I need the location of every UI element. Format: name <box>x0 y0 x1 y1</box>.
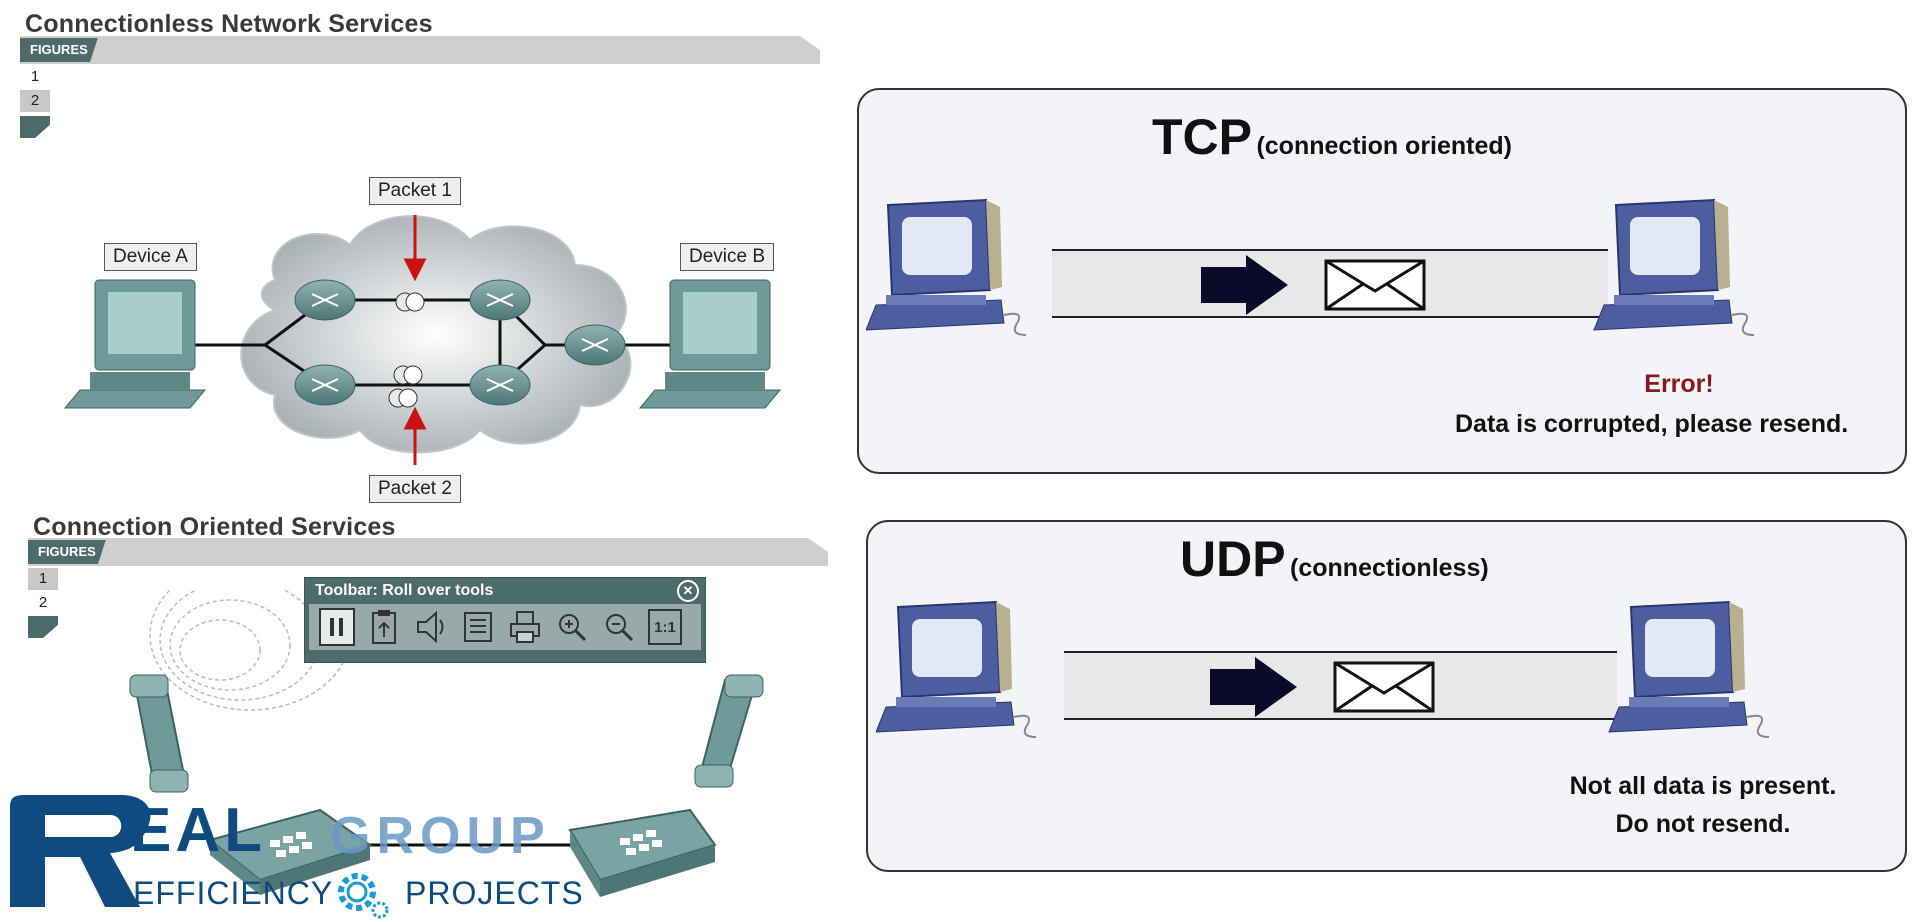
zoom-in-icon[interactable] <box>554 608 590 646</box>
router-icon <box>294 364 356 406</box>
device-b-label: Device B <box>680 243 775 271</box>
actual-size-icon[interactable]: 1:1 <box>648 609 682 645</box>
router-icon <box>294 279 356 321</box>
right-computer-icon <box>1593 198 1755 336</box>
list-icon[interactable] <box>460 608 496 646</box>
udp-diagram <box>876 600 1770 738</box>
udp-message-line2: Do not resend. <box>1615 810 1791 838</box>
phone-diagram <box>129 590 764 897</box>
router-icon <box>469 364 531 406</box>
tcp-subtitle: (connection oriented) <box>1256 132 1513 160</box>
right-phone-base-icon <box>568 808 717 897</box>
speaker-icon[interactable] <box>413 608 449 646</box>
brand-letters: EAL <box>130 796 266 865</box>
figures-bar <box>28 538 828 566</box>
figure-page-1[interactable]: 1 <box>30 68 40 85</box>
envelope-icon <box>1324 259 1426 311</box>
figure-page-2[interactable]: 2 <box>20 90 50 112</box>
toolbar-panel: Toolbar: Roll over tools ✕ 1:1 <box>304 577 706 663</box>
printer-icon[interactable] <box>507 608 543 646</box>
tcp-error-text: Error! <box>1644 370 1714 398</box>
right-handset-icon <box>694 674 764 788</box>
envelope-icon <box>1333 661 1435 713</box>
toolbar-title: Toolbar: Roll over tools <box>315 582 494 599</box>
udp-subtitle: (connectionless) <box>1290 554 1489 582</box>
packet-1-label: Packet 1 <box>369 177 461 205</box>
left-computer-icon <box>876 600 1037 738</box>
device-b-computer-icon <box>638 279 782 409</box>
arrow-right-icon <box>1210 657 1297 717</box>
gears-icon <box>338 873 389 919</box>
router-icons <box>294 279 626 406</box>
packet-2-label: Packet 2 <box>369 475 461 503</box>
figures-bar <box>20 36 820 64</box>
actual-size-label: 1:1 <box>654 618 676 636</box>
tagline-left: EFFICIENCY <box>133 875 334 911</box>
connectionless-title: Connectionless Network Services <box>25 10 433 38</box>
udp-panel <box>866 520 1907 872</box>
left-handset-icon <box>129 674 189 793</box>
figure-page-2[interactable]: 2 <box>38 594 48 611</box>
close-icon[interactable]: ✕ <box>677 580 699 602</box>
udp-message-line1: Not all data is present. <box>1569 772 1837 800</box>
tcp-heading: TCP (connection oriented) <box>1152 108 1512 166</box>
packet-arrows <box>403 215 427 465</box>
arrow-right-icon <box>1201 255 1288 315</box>
figures-tab[interactable]: FIGURES <box>20 38 98 62</box>
router-icon <box>564 324 626 366</box>
zoom-out-icon[interactable] <box>601 608 637 646</box>
udp-heading: UDP (connectionless) <box>1180 530 1489 588</box>
left-phone-base-icon <box>207 808 373 895</box>
router-icon <box>469 279 531 321</box>
packet-icons <box>388 292 425 408</box>
device-a-label: Device A <box>104 243 197 271</box>
brand-logo-r-icon <box>10 795 151 907</box>
device-a-computer-icon <box>63 279 207 409</box>
connection-oriented-title: Connection Oriented Services <box>33 513 396 541</box>
udp-title: UDP <box>1180 531 1286 587</box>
figure-page-marker <box>28 616 58 638</box>
connectionless-diagram <box>63 215 782 465</box>
left-computer-icon <box>866 198 1027 336</box>
tagline-right: PROJECTS <box>405 875 584 911</box>
right-computer-icon <box>1608 600 1770 738</box>
figure-page-marker <box>20 116 50 138</box>
brand-word: GROUP <box>330 807 551 865</box>
clipboard-icon[interactable] <box>366 608 402 646</box>
tcp-message: Data is corrupted, please resend. <box>1455 410 1849 438</box>
tcp-title: TCP <box>1152 109 1252 165</box>
tcp-diagram <box>866 198 1755 336</box>
figures-tab[interactable]: FIGURES <box>28 540 106 564</box>
figure-page-1[interactable]: 1 <box>28 568 58 590</box>
pause-icon[interactable] <box>319 608 355 646</box>
